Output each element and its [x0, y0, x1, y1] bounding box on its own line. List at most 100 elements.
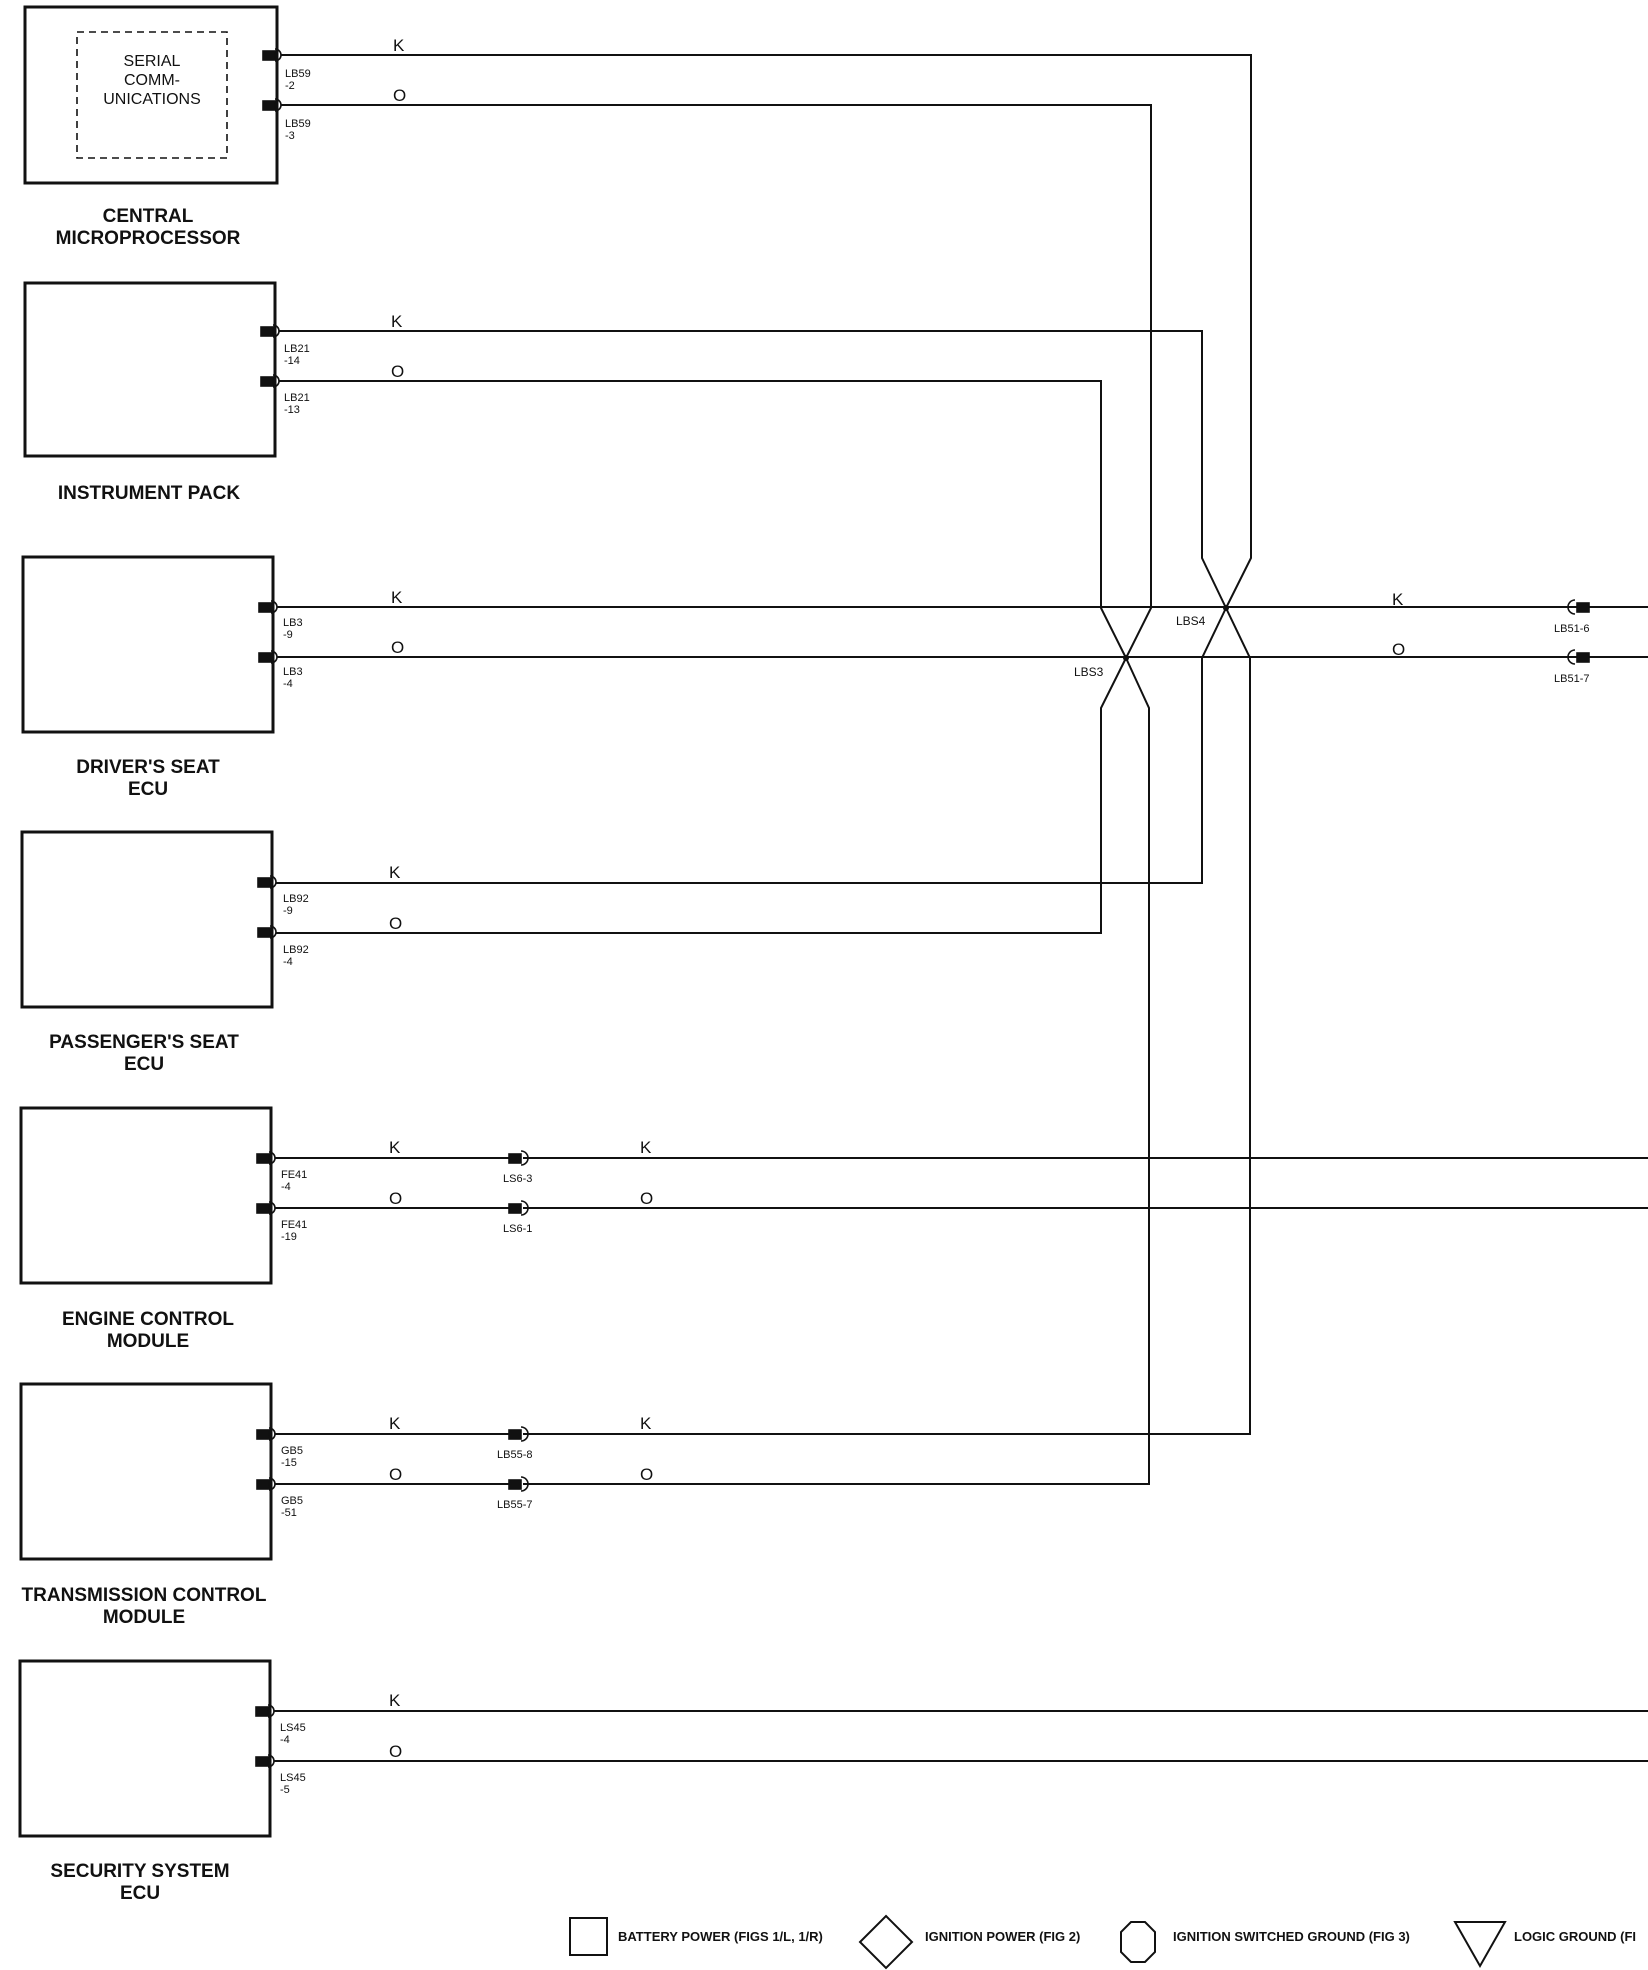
pin-label-number: -4	[283, 956, 293, 968]
module-title-line-1: PASSENGER'S SEAT	[49, 1032, 239, 1053]
wires	[274, 54, 1648, 1762]
wire-color-k: K	[389, 863, 401, 882]
pin-label-connector: LS45	[280, 1722, 306, 1734]
pin-label-connector: LB3	[283, 617, 303, 629]
connector-label-lb51-7: LB51-7	[1554, 673, 1589, 685]
module-central-microprocessor: SERIAL COMM- UNICATIONS CENTRAL MICROPRO…	[23, 5, 279, 249]
wire-color-o: O	[1392, 640, 1405, 659]
module-title-line-1: TRANSMISSION CONTROL	[22, 1585, 267, 1606]
wire-color-o: O	[389, 1189, 402, 1208]
wire-central-k	[281, 54, 1252, 609]
wire-color-k: K	[389, 1138, 401, 1157]
connector-label-lb55-8: LB55-8	[497, 1449, 532, 1461]
module-transmission-control-module: TRANSMISSION CONTROL MODULE	[19, 1382, 273, 1628]
connector-label-lb55-7: LB55-7	[497, 1499, 532, 1511]
wire-color-k: K	[393, 36, 405, 55]
pin-label-number: -51	[281, 1507, 297, 1519]
pin-label-number: -9	[283, 629, 293, 641]
wire-color-o: O	[640, 1189, 653, 1208]
pin-label-number: -2	[285, 80, 295, 92]
pin-label-number: -4	[283, 678, 293, 690]
legend-label-ignition-switched-ground: IGNITION SWITCHED GROUND (FIG 3)	[1173, 1929, 1410, 1944]
wire-color-o: O	[391, 638, 404, 657]
wire-color-k: K	[1392, 590, 1404, 609]
wire-lbs3-lower-left	[276, 657, 1127, 934]
module-security-system-ecu: SECURITY SYSTEM ECU	[18, 1659, 272, 1904]
pin-label-number: -3	[285, 130, 295, 142]
pin-label-number: -4	[280, 1734, 290, 1746]
legend-label-ignition-power: IGNITION POWER (FIG 2)	[925, 1929, 1080, 1944]
module-title-line-1: ENGINE CONTROL	[62, 1309, 234, 1330]
pin-label-number: -14	[284, 355, 300, 367]
connector-label-ls6-3: LS6-3	[503, 1173, 532, 1185]
pin-label-number: -19	[281, 1231, 297, 1243]
wire-color-o: O	[389, 914, 402, 933]
splice-label-lbs4: LBS4	[1176, 614, 1206, 628]
pin-label-number: -9	[283, 905, 293, 917]
module-title-line-2: ECU	[128, 779, 168, 800]
square-icon	[569, 1917, 608, 1956]
wire-central-o	[281, 104, 1152, 659]
wire-color-k: K	[640, 1414, 652, 1433]
module-title-line-2: MICROPROCESSOR	[56, 228, 241, 249]
pin-label-connector: LB59	[285, 68, 311, 80]
wire-color-k: K	[389, 1414, 401, 1433]
legend-label-battery-power: BATTERY POWER (FIGS 1/L, 1/R)	[618, 1929, 823, 1944]
wire-color-labels: K O K O K O K O K O K O K O K O K O K O	[389, 36, 1405, 1761]
module-instrument-pack: INSTRUMENT PACK	[23, 281, 277, 504]
wire-color-o: O	[640, 1465, 653, 1484]
module-title-line-2: MODULE	[107, 1331, 189, 1352]
legend: BATTERY POWER (FIGS 1/L, 1/R) IGNITION P…	[569, 1914, 1636, 1970]
wire-color-k: K	[391, 588, 403, 607]
module-engine-control-module: ENGINE CONTROL MODULE	[19, 1106, 273, 1352]
wire-color-o: O	[391, 362, 404, 381]
module-title-line-1: CENTRAL	[103, 206, 194, 227]
diamond-icon	[858, 1914, 914, 1970]
wire-color-k: K	[389, 1691, 401, 1710]
module-pin-terminals	[255, 48, 282, 1768]
pin-label-connector: LB92	[283, 944, 309, 956]
inner-label-line-2: COMM-	[124, 72, 180, 89]
pin-label-connector: LB92	[283, 893, 309, 905]
splice-label-lbs3: LBS3	[1074, 665, 1104, 679]
splice-dot-lbs4	[1223, 605, 1229, 611]
wire-color-k: K	[391, 312, 403, 331]
wire-color-o: O	[389, 1742, 402, 1761]
pin-label-connector: LB21	[284, 392, 310, 404]
connector-label-ls6-1: LS6-1	[503, 1223, 532, 1235]
inner-label-line-3: UNICATIONS	[103, 91, 200, 108]
pin-label-number: -5	[280, 1784, 290, 1796]
wire-color-o: O	[389, 1465, 402, 1484]
wire-lbs4-lower-right	[523, 607, 1251, 1435]
pin-label-connector: GB5	[281, 1445, 303, 1457]
pin-label-connector: FE41	[281, 1219, 307, 1231]
pin-label-connector: LB59	[285, 118, 311, 130]
module-title: INSTRUMENT PACK	[58, 483, 241, 504]
inner-label-line-1: SERIAL	[124, 53, 181, 70]
wire-instrument-o	[279, 380, 1127, 659]
module-title-line-1: DRIVER'S SEAT	[76, 757, 220, 778]
octagon-icon	[1120, 1921, 1156, 1963]
pin-label-connector: LB3	[283, 666, 303, 678]
module-title-line-2: ECU	[120, 1883, 160, 1904]
triangle-icon	[1453, 1921, 1507, 1969]
pin-labels: LB59 -2 LB59 -3 LB21 -14 LB21 -13 LB3 -9…	[280, 68, 311, 1796]
wire-instrument-k	[279, 330, 1227, 609]
module-title-line-2: ECU	[124, 1054, 164, 1075]
legend-label-logic-ground: LOGIC GROUND (FI	[1514, 1929, 1636, 1944]
pin-label-number: -13	[284, 404, 300, 416]
pin-label-connector: LS45	[280, 1772, 306, 1784]
connector-label-lb51-6: LB51-6	[1554, 623, 1589, 635]
wire-color-o: O	[393, 86, 406, 105]
pin-label-connector: FE41	[281, 1169, 307, 1181]
pin-label-connector: GB5	[281, 1495, 303, 1507]
wire-lbs3-lower-right	[523, 657, 1150, 1485]
wire-lbs4-lower-left	[276, 607, 1227, 884]
wire-color-k: K	[640, 1138, 652, 1157]
inline-connectors	[508, 599, 1590, 1492]
module-title-line-2: MODULE	[103, 1607, 185, 1628]
pin-label-connector: LB21	[284, 343, 310, 355]
module-drivers-seat-ecu: DRIVER'S SEAT ECU	[21, 555, 275, 800]
